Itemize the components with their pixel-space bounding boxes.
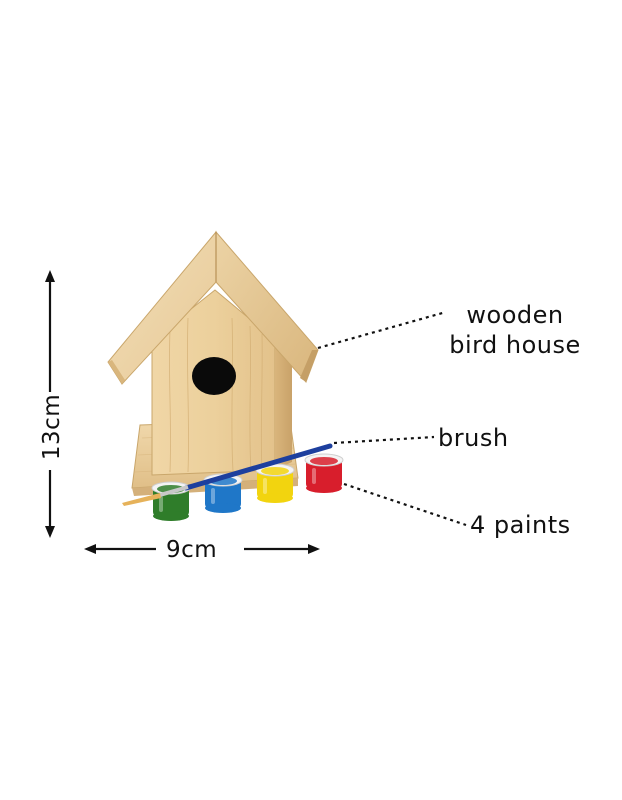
label-height: 13cm (39, 393, 65, 461)
label-paints: 4 paints (470, 511, 571, 539)
paint-pot-yellow (255, 463, 295, 503)
leader-wooden (317, 310, 447, 350)
brush (122, 443, 333, 506)
label-wooden-bird-house: wooden bird house (440, 300, 590, 360)
label-width: 9cm (166, 537, 218, 563)
label-brush: brush (438, 424, 509, 452)
leader-paints (343, 482, 467, 527)
paint-pot-red (304, 453, 344, 493)
height-arrow (45, 270, 55, 538)
house-body (151, 289, 292, 476)
leader-brush (333, 435, 435, 445)
paint-pots (151, 453, 344, 521)
leader-lines (317, 310, 467, 527)
paint-pot-blue (203, 473, 243, 513)
label-wooden-line1: wooden (466, 301, 564, 329)
label-wooden-line2: bird house (449, 331, 581, 359)
width-arrow (84, 544, 320, 554)
entrance-hole (192, 357, 236, 395)
roof (107, 230, 319, 385)
